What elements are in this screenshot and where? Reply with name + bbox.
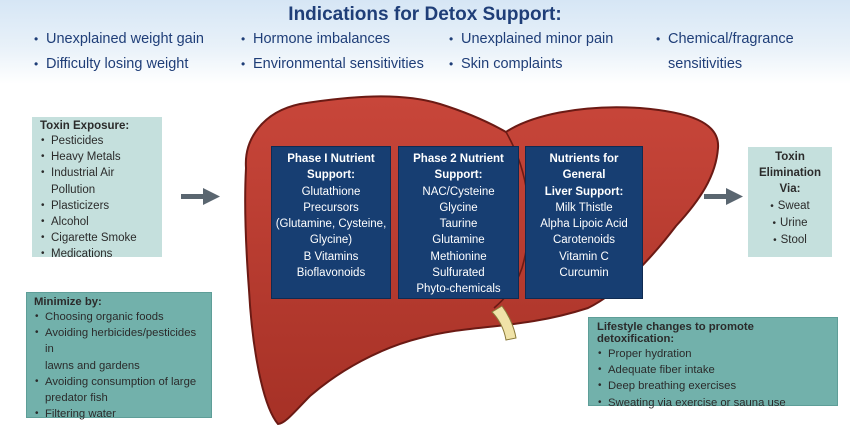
general-item: Curcumin bbox=[559, 267, 609, 280]
minimize-item: Avoiding consumption of large bbox=[34, 374, 204, 390]
bile-duct-icon bbox=[491, 305, 517, 341]
toxin-exposure-item: Alcohol bbox=[40, 214, 154, 230]
indications-title: Indications for Detox Support: bbox=[288, 4, 562, 25]
general-item: Vitamin C bbox=[559, 250, 609, 263]
phase2-item: Sulfurated bbox=[432, 267, 485, 280]
general-item: Carotenoids bbox=[552, 234, 615, 247]
general-item: Milk Thistle bbox=[555, 201, 613, 214]
toxin-exposure-item: Cigarette Smoke bbox=[40, 230, 154, 246]
toxin-exposure-item: Industrial Air Pollution bbox=[40, 165, 154, 197]
indication-item: Environmental sensitivities bbox=[241, 55, 424, 80]
phase1-title-line: Support: bbox=[307, 169, 355, 182]
lifestyle-title: Lifestyle changes to promote detoxificat… bbox=[597, 321, 754, 345]
general-liver-support-box: Nutrients for General Liver Support: Mil… bbox=[525, 146, 643, 299]
phase2-item: Phyto-chemicals bbox=[416, 283, 501, 296]
arrow-to-liver-icon bbox=[181, 188, 220, 205]
toxin-exposure-item: Medications bbox=[40, 246, 154, 262]
indications-column-1: Unexplained weight gain Difficulty losin… bbox=[34, 30, 204, 80]
indication-item: Unexplained weight gain bbox=[34, 30, 204, 55]
phase2-title-line: Phase 2 Nutrient bbox=[413, 153, 504, 165]
toxin-exposure-title: Toxin Exposure: bbox=[40, 120, 130, 132]
indications-header: Indications for Detox Support: Unexplain… bbox=[0, 0, 850, 84]
lifestyle-item: Proper hydration bbox=[597, 346, 829, 362]
toxin-elimination-title-line: Elimination bbox=[759, 167, 821, 179]
indication-item-continued: sensitivities bbox=[668, 56, 743, 72]
indications-column-4: Chemical/fragrance sensitivities bbox=[656, 30, 794, 80]
minimize-item: Choosing organic foods bbox=[34, 309, 204, 325]
phase2-nutrient-box: Phase 2 Nutrient Support: NAC/Cysteine G… bbox=[398, 146, 519, 299]
toxin-exposure-box: Toxin Exposure: Pesticides Heavy Metals … bbox=[32, 117, 162, 263]
phase1-item: Bioflavonoids bbox=[296, 267, 366, 280]
toxin-elimination-title-line: Via: bbox=[779, 183, 801, 195]
phase2-item: Taurine bbox=[439, 218, 478, 231]
indication-item: Chemical/fragrance bbox=[656, 30, 794, 55]
phase1-title-line: Phase I Nutrient bbox=[287, 153, 375, 165]
general-item: Alpha Lipoic Acid bbox=[540, 218, 628, 231]
phase2-item: Glycine bbox=[439, 201, 478, 214]
phase2-item: NAC/Cysteine bbox=[422, 185, 495, 198]
phase2-title-line: Support: bbox=[434, 169, 483, 182]
minimize-item-continued: lawns and gardens bbox=[45, 359, 140, 372]
general-title-line: Nutrients for General bbox=[549, 153, 619, 182]
minimize-item-continued: predator fish bbox=[45, 392, 108, 405]
phase1-item: B Vitamins bbox=[303, 250, 359, 263]
toxin-elimination-item: Sweat bbox=[752, 198, 828, 215]
toxin-elimination-title-line: Toxin bbox=[775, 151, 805, 163]
indication-item: Hormone imbalances bbox=[241, 30, 424, 55]
arrow-from-liver-icon bbox=[704, 188, 743, 205]
lifestyle-box: Lifestyle changes to promote detoxificat… bbox=[588, 317, 838, 411]
toxin-exposure-item: Pesticides bbox=[40, 133, 154, 149]
toxin-exposure-item: Heavy Metals bbox=[40, 149, 154, 165]
indication-item: Skin complaints bbox=[449, 55, 613, 80]
general-title-line: Liver Support: bbox=[544, 185, 624, 198]
indication-item: Difficulty losing weight bbox=[34, 55, 204, 80]
phase1-item: Glycine) bbox=[309, 234, 353, 247]
toxin-elimination-item: Stool bbox=[752, 232, 828, 249]
indication-item: Unexplained minor pain bbox=[449, 30, 613, 55]
minimize-title: Minimize by: bbox=[34, 296, 102, 308]
indications-column-3: Unexplained minor pain Skin complaints bbox=[449, 30, 613, 80]
minimize-item: Filtering water bbox=[34, 406, 204, 422]
phase1-item: Glutathione Precursors bbox=[301, 185, 361, 214]
lifestyle-item: Sweating via exercise or sauna use bbox=[597, 395, 829, 411]
minimize-item: Avoiding herbicides/pesticides in bbox=[34, 325, 204, 357]
lifestyle-item: Deep breathing exercises bbox=[597, 378, 829, 394]
phase2-item: Methionine bbox=[430, 250, 487, 263]
phase2-item: Glutamine bbox=[432, 234, 485, 247]
indications-column-2: Hormone imbalances Environmental sensiti… bbox=[241, 30, 424, 80]
toxin-elimination-box: Toxin Elimination Via: Sweat Urine Stool bbox=[748, 147, 832, 257]
phase1-item: (Glutamine, Cysteine, bbox=[275, 218, 387, 231]
toxin-exposure-item: Plasticizers bbox=[40, 198, 154, 214]
minimize-box: Minimize by: Choosing organic foods Avoi… bbox=[26, 292, 212, 423]
toxin-elimination-item: Urine bbox=[752, 215, 828, 232]
lifestyle-item: Adequate fiber intake bbox=[597, 362, 829, 378]
phase1-nutrient-box: Phase I Nutrient Support: Glutathione Pr… bbox=[271, 146, 391, 299]
